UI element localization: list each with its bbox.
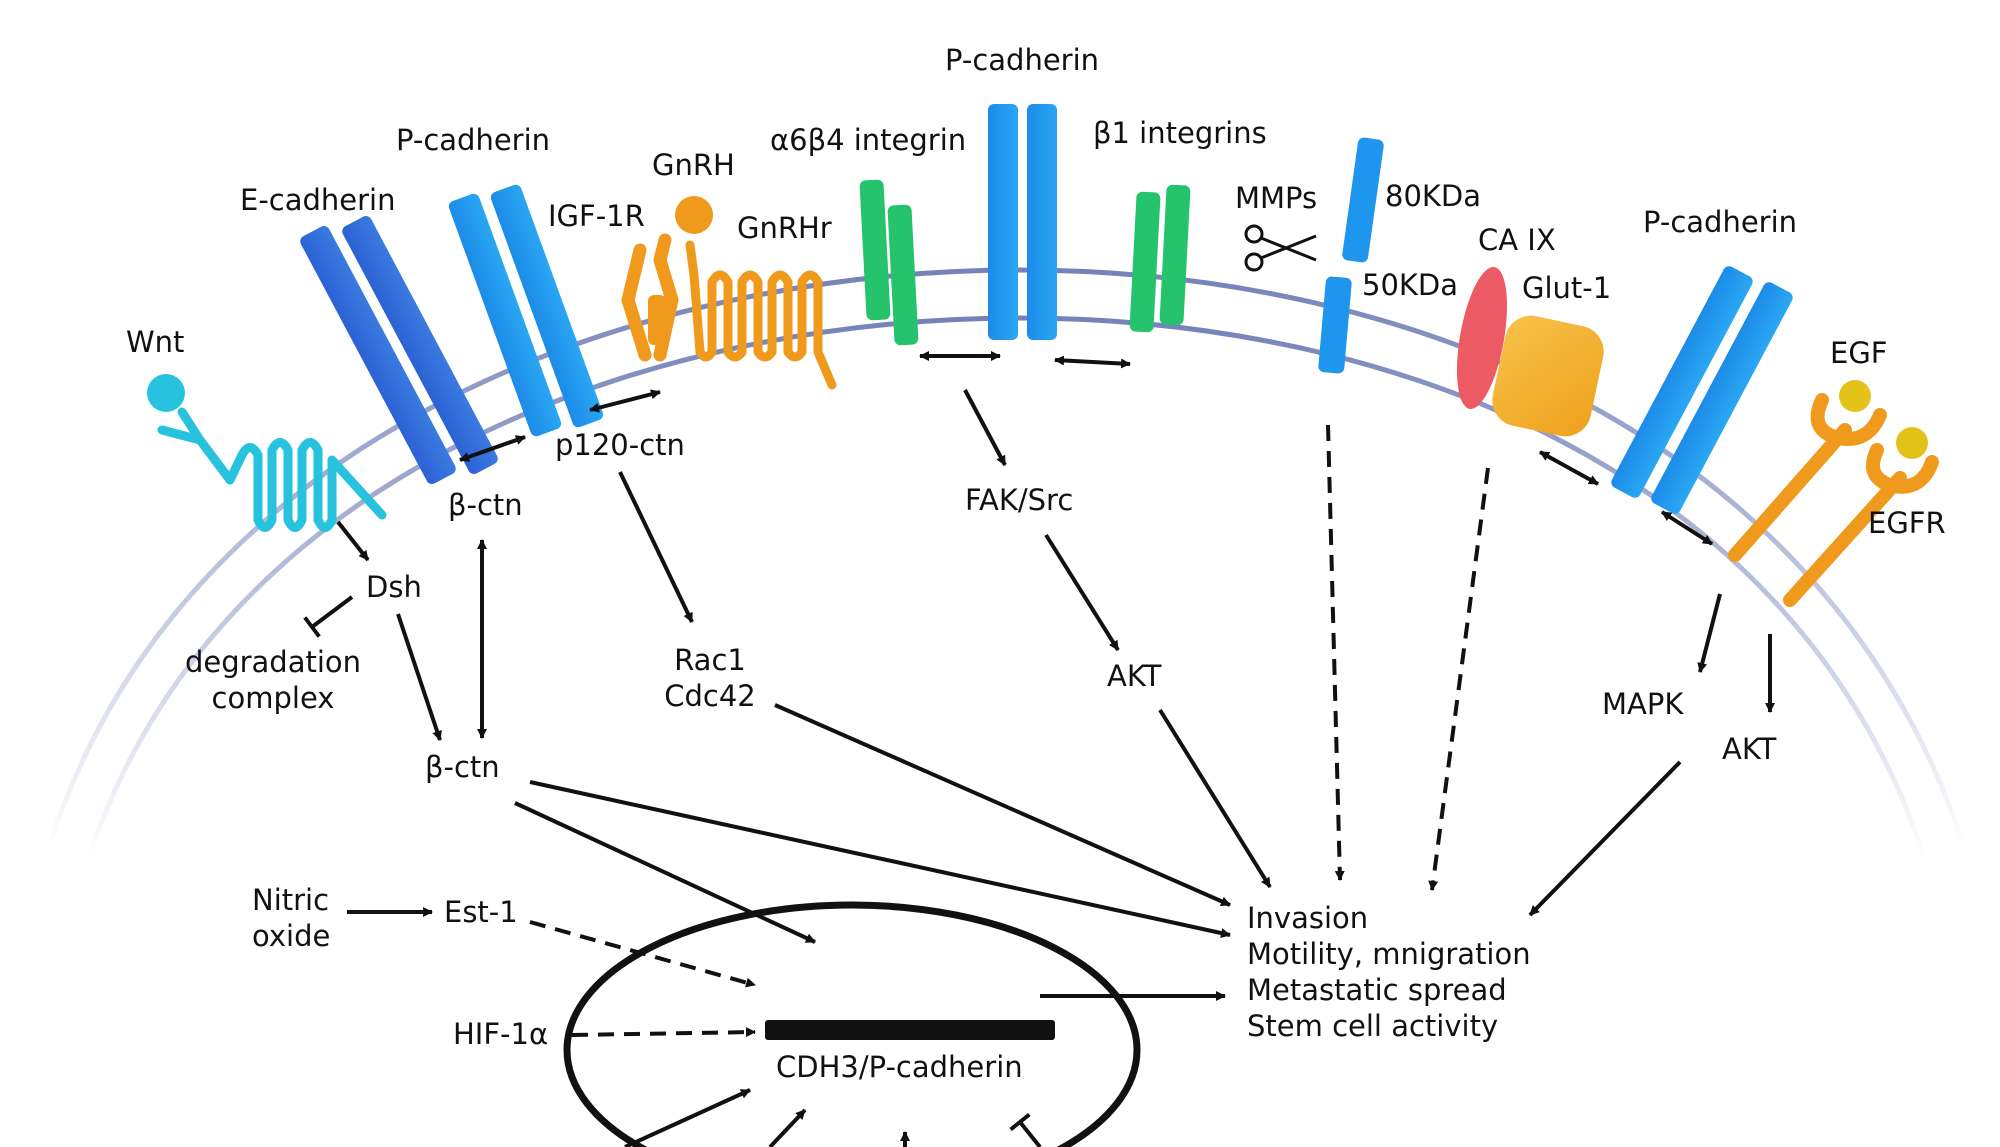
membrane-inner-line: [85, 315, 1928, 861]
label-glut1: Glut-1: [1522, 271, 1611, 305]
outcome-motility: Motility, mnigration: [1247, 937, 1531, 971]
scissors-icon: [1244, 224, 1317, 272]
p-cadherin-50kda-fragment: [1318, 276, 1352, 374]
p-cadherin-top-dimer: [988, 104, 1057, 340]
p-cadherin-left-dimer: [448, 184, 604, 437]
label-rac1: Rac1: [674, 643, 746, 677]
igf1r-receptor: [621, 233, 679, 362]
outcome-stem-cell-activity: Stem cell activity: [1247, 1009, 1498, 1043]
label-cdh3-gene: CDH3/P-cadherin: [776, 1050, 1023, 1084]
outcome-metastatic-spread: Metastatic spread: [1247, 973, 1507, 1007]
label-dsh: Dsh: [366, 570, 422, 604]
nucleus-outline: [563, 901, 1141, 1147]
wnt-ligand-icon: [147, 374, 185, 412]
labels: Wnt E-cadherin P-cadherin IGF-1R GnRH Gn…: [126, 43, 1946, 1084]
label-mmps: MMPs: [1235, 181, 1317, 215]
e-cadherin-dimer: [300, 215, 498, 485]
label-80kda: 80KDa: [1385, 179, 1481, 213]
cdh3-gene-bar: [765, 1020, 1055, 1040]
signaling-arrows: [303, 351, 1775, 1147]
label-beta-ctn-membrane: β-ctn: [448, 488, 523, 522]
gnrh-receptor-icon: [685, 240, 837, 390]
a6b4-integrin-dimer: [859, 179, 919, 346]
outcome-invasion: Invasion: [1247, 901, 1368, 935]
label-cdc42: Cdc42: [664, 679, 756, 713]
label-wnt: Wnt: [126, 325, 184, 359]
label-nitric-oxide-line2: oxide: [252, 919, 330, 953]
egf-ligand-icon: [1839, 380, 1871, 412]
p-cadherin-right-dimer: [1611, 266, 1793, 514]
label-hif1a: HIF-1α: [453, 1017, 548, 1051]
b1-integrins-dimer: [1129, 184, 1191, 333]
label-est1: Est-1: [444, 895, 518, 929]
wnt-receptor: [147, 374, 387, 532]
label-mapk: MAPK: [1602, 687, 1684, 721]
label-beta-ctn-cytoplasm: β-ctn: [425, 750, 500, 784]
label-p-cadherin-right: P-cadherin: [1643, 205, 1797, 239]
glut1-transporter-icon: [1492, 315, 1604, 437]
label-50kda: 50KDa: [1362, 268, 1458, 302]
label-akt-right: AKT: [1722, 732, 1777, 766]
label-p-cadherin-left: P-cadherin: [396, 123, 550, 157]
label-degradation-complex-line1: degradation: [185, 645, 361, 679]
label-b1-integrins: β1 integrins: [1093, 116, 1267, 150]
label-gnrh: GnRH: [652, 148, 735, 182]
gnrh-ligand-icon: [675, 196, 713, 234]
label-akt-center: AKT: [1107, 659, 1162, 693]
label-ca-ix: CA IX: [1478, 223, 1556, 257]
frizzled-receptor-icon: [157, 407, 387, 532]
label-fak-src: FAK/Src: [965, 483, 1073, 517]
ca-ix-icon: [1456, 266, 1508, 410]
label-degradation-complex-line2: complex: [212, 681, 335, 715]
label-nitric-oxide-line1: Nitric: [252, 883, 329, 917]
label-e-cadherin: E-cadherin: [240, 183, 396, 217]
label-egfr: EGFR: [1868, 506, 1946, 540]
label-a6b4-integrin: α6β4 integrin: [770, 123, 966, 157]
label-gnrhr: GnRHr: [737, 211, 832, 245]
label-p-cadherin-top: P-cadherin: [945, 43, 1099, 77]
label-egf: EGF: [1830, 336, 1887, 370]
label-p120-ctn: p120-ctn: [555, 428, 685, 462]
p-cadherin-80kda-fragment: [1342, 137, 1384, 263]
egfr-receptor: [1728, 393, 1939, 607]
label-igf1r: IGF-1R: [548, 199, 645, 233]
egf-ligand-icon: [1896, 427, 1928, 459]
